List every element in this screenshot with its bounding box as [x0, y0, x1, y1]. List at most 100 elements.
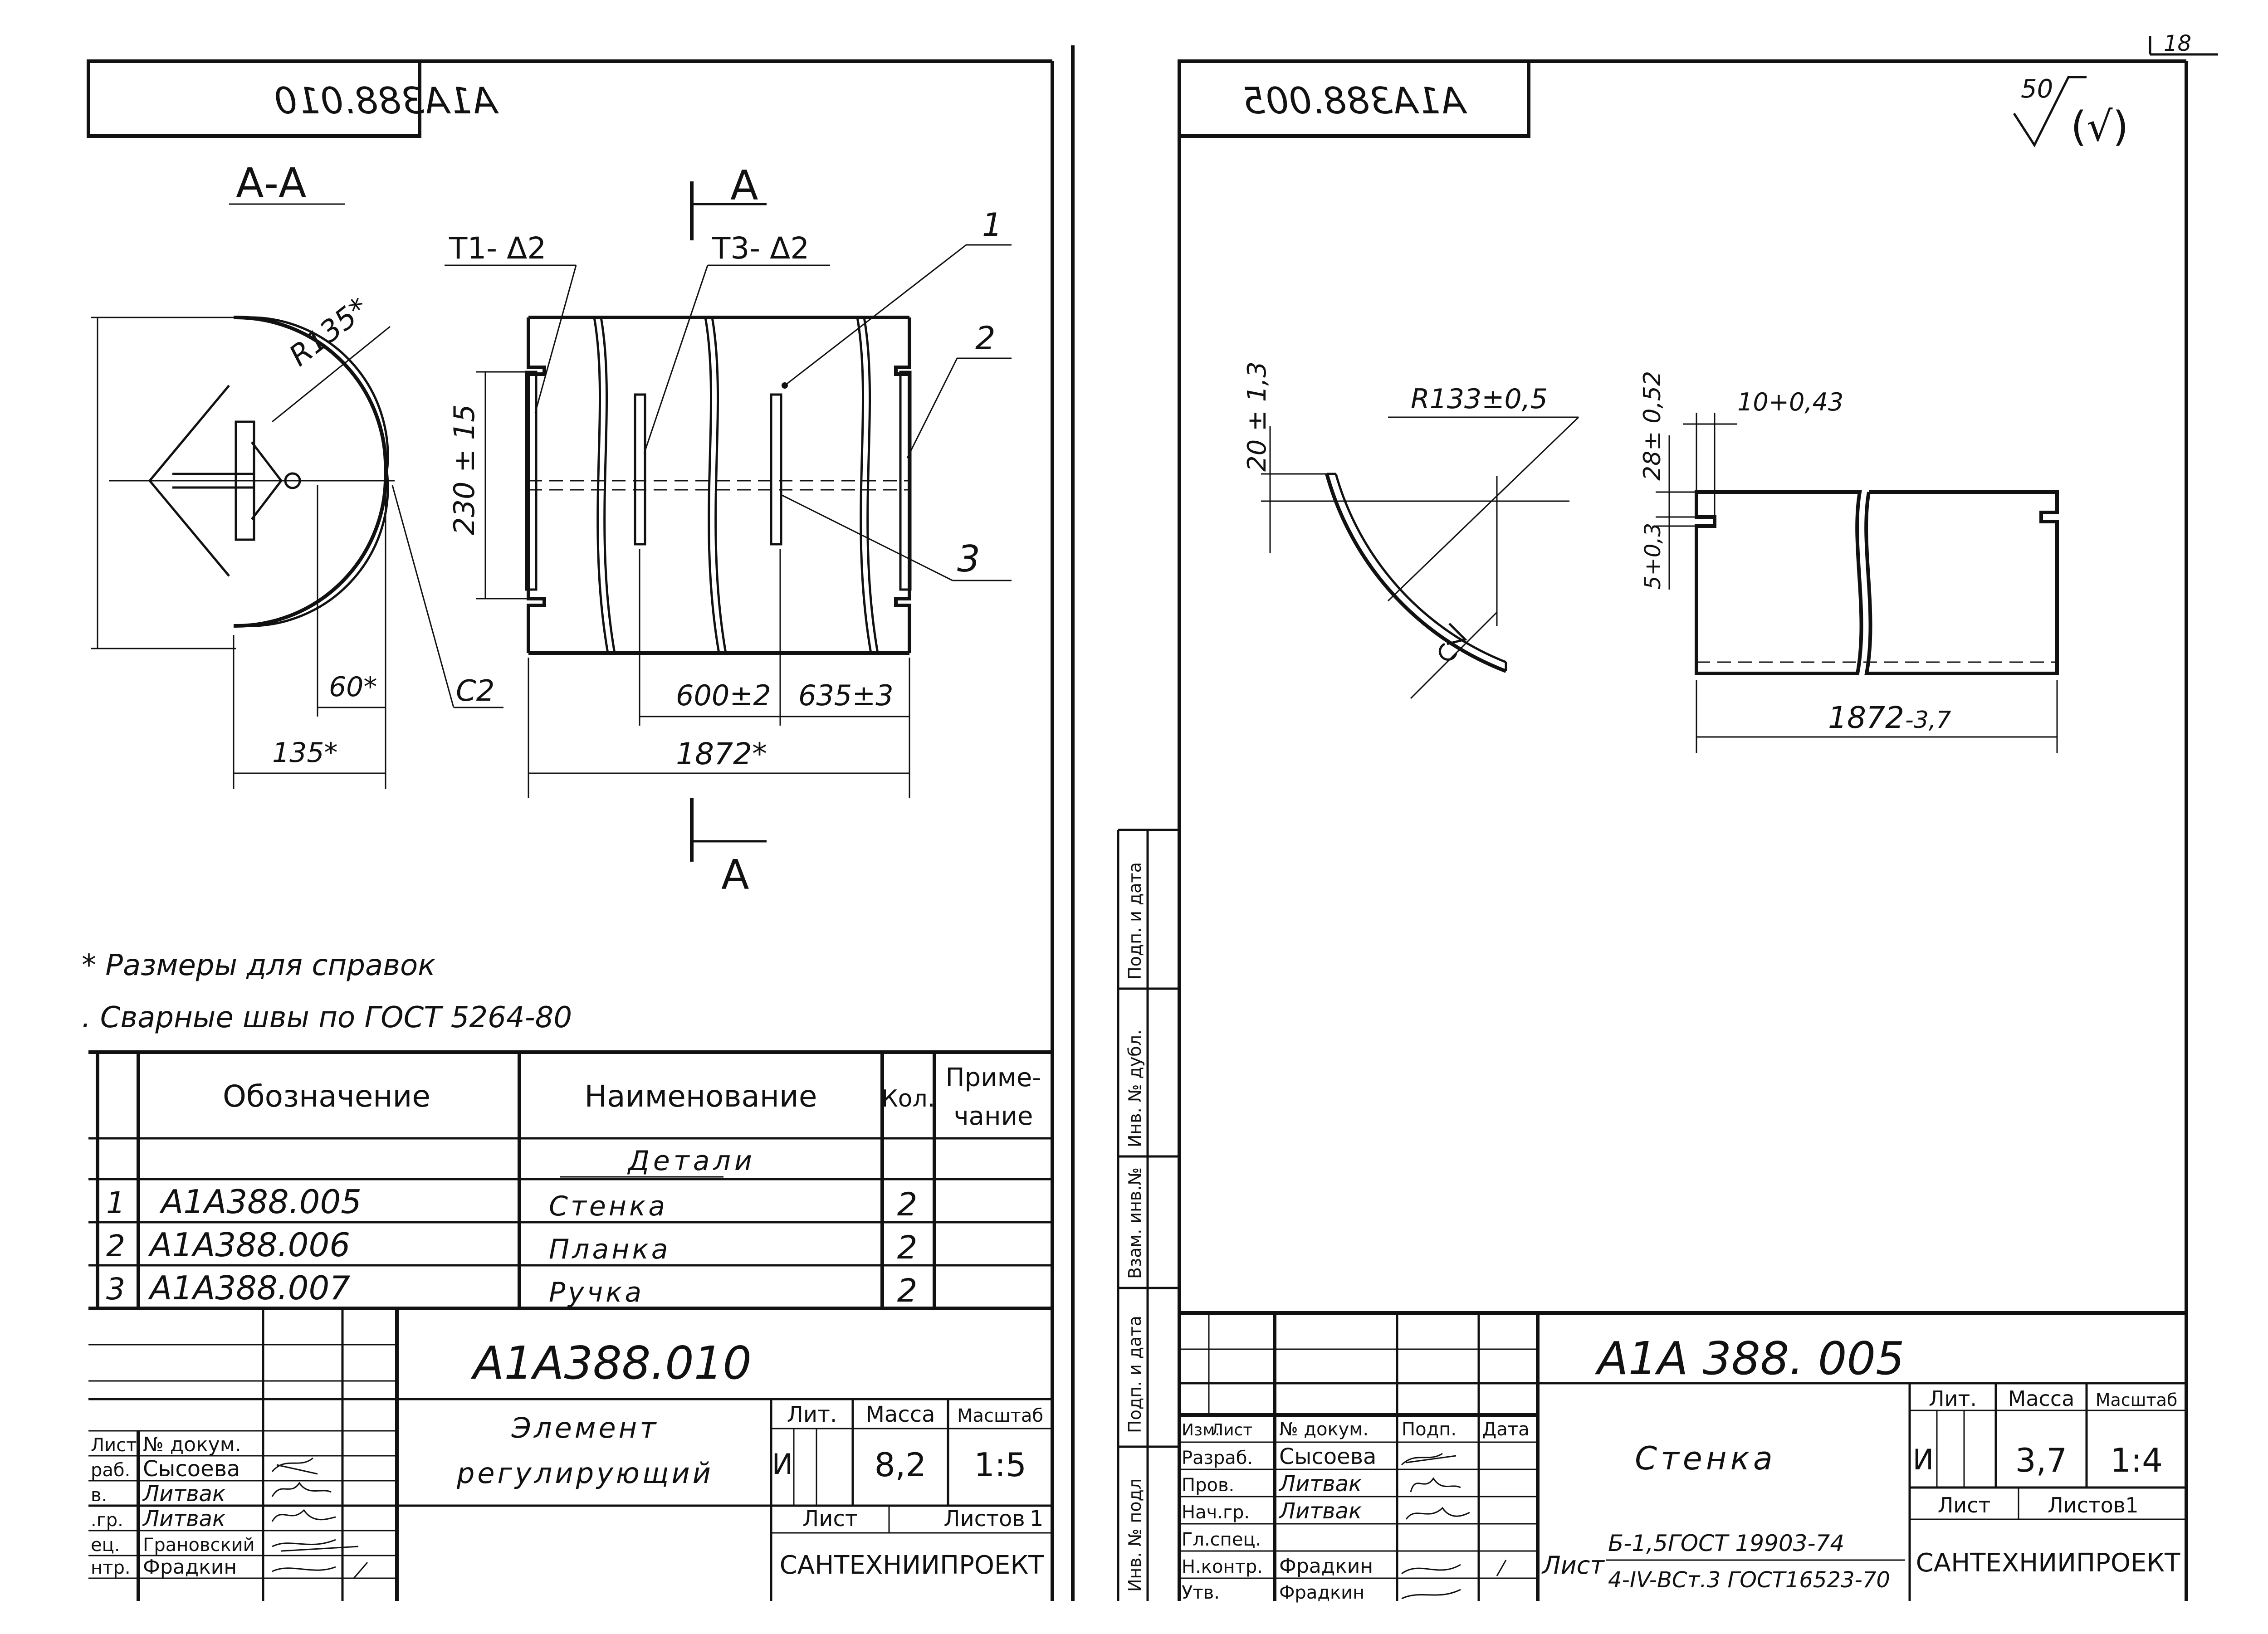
spec-table: Обозначение Наименование Кол. Приме- чан…: [88, 1050, 1052, 1310]
right-sheets-count: 1: [2125, 1493, 2138, 1517]
right-person-role-1: Разраб.: [1182, 1448, 1253, 1468]
right-col-date: Дата: [1482, 1419, 1530, 1440]
right-org: САНТЕХНИИПРОЕКТ: [1916, 1548, 2180, 1578]
spec-row-3-name: Ручка: [549, 1277, 644, 1308]
right-scale-header: Масштаб: [2096, 1390, 2178, 1410]
section-label: А-А: [236, 160, 307, 207]
spec-header-note-1: Приме-: [946, 1063, 1041, 1093]
cut-marker-bottom: А: [721, 851, 749, 899]
right-col-sign: Подп.: [1402, 1419, 1457, 1440]
side-label-1: Инв. № подл: [1125, 1478, 1145, 1592]
left-person-name-4: Литвак: [142, 1506, 225, 1532]
spec-row-2-qty: 2: [897, 1229, 918, 1266]
right-col-list: Лист: [1211, 1421, 1252, 1439]
callout-1: 1: [982, 206, 1002, 244]
left-title-block: А1А388.010 Элемент регулирующий Лит. Мас…: [88, 1308, 1052, 1601]
right-col-doc: № докум.: [1279, 1419, 1369, 1440]
spec-row-1-name: Стенка: [549, 1190, 668, 1222]
spec-row-3-qty: 2: [897, 1272, 918, 1309]
right-person-name-1: Сысоева: [1279, 1444, 1376, 1469]
note-1: * Размеры для справок: [82, 949, 435, 982]
spec-row-2-pos: 2: [106, 1229, 125, 1263]
cut-marker-top: А: [730, 162, 758, 210]
right-person-name-5: Фрадкин: [1279, 1555, 1373, 1578]
material-line2: 4-IV-ВСт.3 ГОСТ16523-70: [1608, 1567, 1890, 1593]
roughness-suffix: (√): [2071, 103, 2129, 151]
dim-60: 60*: [329, 671, 377, 703]
side-label-3: Взам. инв.№: [1125, 1167, 1145, 1279]
right-lit-header: Лит.: [1929, 1386, 1977, 1411]
left-mass-header: Масса: [865, 1402, 935, 1427]
spec-row-3-pos: 3: [106, 1272, 125, 1307]
left-lit-value: И: [772, 1448, 793, 1481]
material-line1: Б-1,5ГОСТ 19903-74: [1608, 1530, 1844, 1556]
note-2: . Сварные швы по ГОСТ 5264-80: [82, 1001, 572, 1034]
left-scale-value: 1:5: [974, 1446, 1026, 1484]
right-sheet: Инв. № подл Подп. и дата Взам. инв.№ Инв…: [1117, 59, 2188, 1603]
roughness-symbol: 50 (√): [2013, 74, 2129, 151]
left-scale-header: Масштаб: [957, 1405, 1043, 1426]
left-person-role-3: в.: [91, 1485, 107, 1506]
right-title: Стенка: [1635, 1440, 1776, 1477]
dim-135: 135*: [272, 737, 338, 769]
left-org: САНТЕХНИИПРОЕКТ: [780, 1551, 1044, 1580]
right-doc-number: А1А 388. 005: [1594, 1332, 1905, 1385]
material-prefix: Лист: [1541, 1551, 1605, 1580]
part-flat-view: 10+0,43 28± 0,52 5+0,3 1872 -3,7: [1639, 371, 2059, 753]
part-arc-view: 20 ± 1,3 R133±0,5: [1242, 361, 1579, 699]
roughness-value: 50: [2021, 74, 2053, 104]
left-lit-header: Лит.: [787, 1402, 837, 1427]
left-person-name-2: Сысоева: [143, 1456, 240, 1482]
left-person-name-3: Литвак: [142, 1481, 225, 1507]
spec-row-1-pos: 1: [106, 1185, 125, 1220]
left-sheets-label: Листов: [943, 1506, 1025, 1532]
dim-chamfer-c2: С2: [456, 674, 494, 708]
left-sheet-label: Лист: [802, 1506, 858, 1532]
right-person-name-6: Фрадкин: [1279, 1582, 1364, 1603]
left-person-role-6: нтр.: [91, 1557, 131, 1578]
right-person-name-3: Литвак: [1278, 1498, 1362, 1524]
right-person-role-5: Н.контр.: [1182, 1556, 1263, 1577]
side-label-5: Подп. и дата: [1125, 862, 1145, 980]
right-person-role-2: Пров.: [1182, 1475, 1234, 1496]
right-person-name-2: Литвак: [1278, 1471, 1362, 1497]
spec-header-designation: Обозначение: [223, 1079, 430, 1114]
spec-header-name: Наименование: [585, 1079, 817, 1114]
right-mass-header: Масса: [2008, 1386, 2075, 1411]
left-person-role-2: раб.: [91, 1460, 130, 1481]
spec-row-2-name: Планка: [549, 1234, 670, 1265]
left-person-name-1: № докум.: [143, 1433, 241, 1456]
dim-1872: 1872*: [676, 737, 767, 771]
callout-3: 3: [957, 538, 980, 580]
side-label-4: Инв. № дубл.: [1125, 1029, 1145, 1147]
left-sheet: А1А388.010 А-А А А R135*: [82, 45, 1075, 1601]
dim-radius-133: R133±0,5: [1411, 383, 1548, 415]
left-person-name-6: Фрадкин: [143, 1556, 237, 1579]
cross-section: R135* 60* 135* С2: [91, 291, 503, 789]
spec-header-note-2: чание: [954, 1102, 1033, 1131]
right-col-izm: Изм.: [1182, 1421, 1220, 1439]
weld-label-t3: Т3- Δ2: [712, 231, 809, 266]
right-title-block: А1А 388. 005 Стенка Лит. Масса Масштаб И…: [1179, 1311, 2186, 1603]
dim-5: 5+0,3: [1640, 523, 1666, 590]
left-mirrored-stamp: А1А388.010: [274, 80, 499, 122]
left-sheets-count: 1: [1030, 1506, 1044, 1532]
spec-row-1-designation: А1А388.005: [159, 1183, 362, 1221]
left-title-line1: Элемент: [511, 1411, 659, 1444]
spec-section-label: Детали: [627, 1145, 756, 1177]
side-strip: Инв. № подл Подп. и дата Взам. инв.№ Инв…: [1117, 829, 1179, 1601]
right-signatures: [1401, 1453, 1507, 1600]
callout-2: 2: [975, 320, 996, 357]
dim-1872-right: 1872: [1828, 700, 1904, 735]
dim-height-230: 230 ± 15: [448, 404, 481, 535]
right-person-role-6: Утв.: [1182, 1582, 1220, 1603]
left-doc-number: А1А388.010: [470, 1336, 752, 1390]
weld-label-t1: Т1- Δ2: [449, 231, 546, 266]
spec-row-3-designation: А1А388.007: [148, 1269, 350, 1307]
spec-row-2-designation: А1А388.006: [148, 1226, 350, 1264]
right-person-role-4: Гл.спец.: [1182, 1529, 1261, 1550]
left-person-role-5: ец.: [91, 1535, 120, 1556]
dim-600: 600±2: [676, 679, 771, 712]
dim-20: 20 ± 1,3: [1242, 361, 1272, 472]
left-mass-value: 8,2: [875, 1446, 927, 1484]
